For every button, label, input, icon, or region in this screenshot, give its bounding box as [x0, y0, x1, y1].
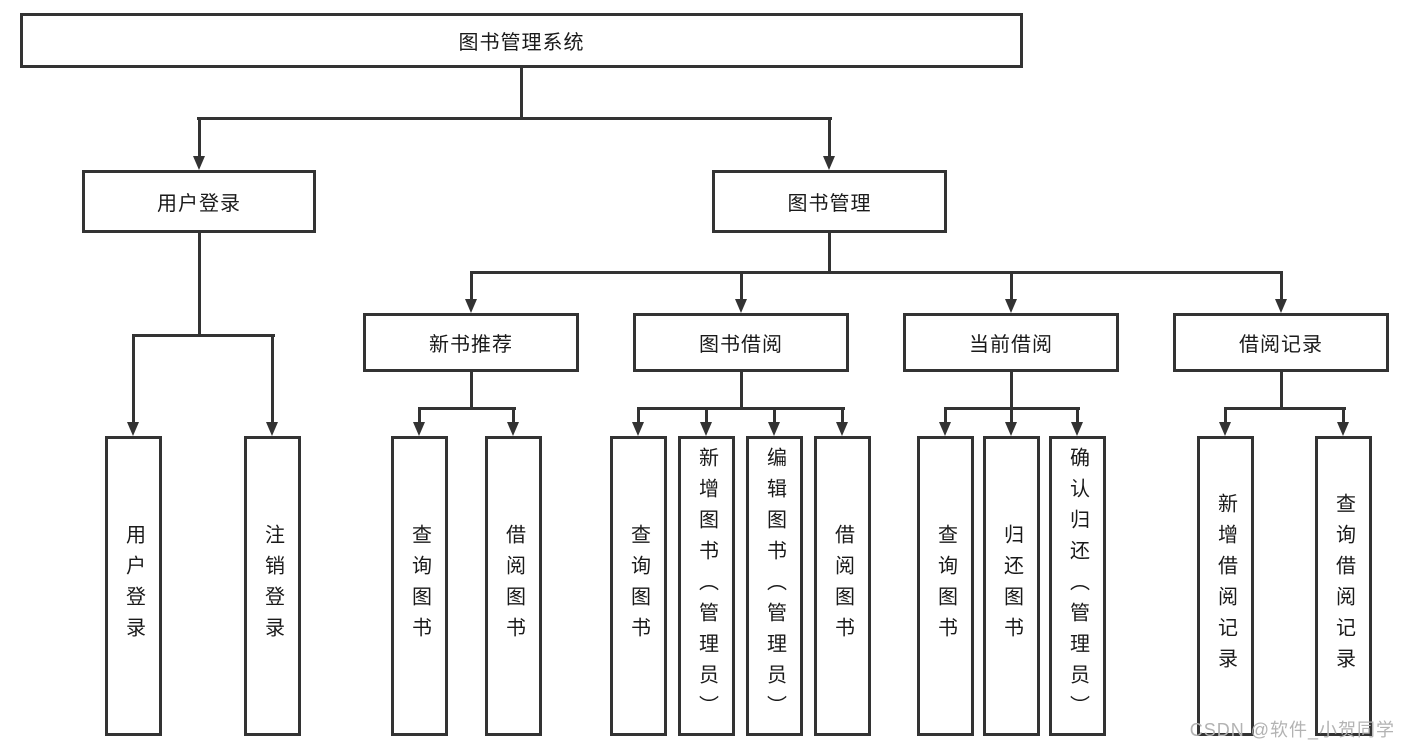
leaf-query-books-current: 查询图书: [917, 436, 974, 736]
connector-drop-user-login: [198, 117, 201, 158]
arrowhead-down: [193, 156, 205, 170]
leaf-label: 编辑图书（管理员）: [763, 446, 786, 726]
connector-borrow-records-bar: [1224, 407, 1346, 410]
connector-drop: [944, 407, 947, 424]
leaf-add-books-admin: 新增图书（管理员）: [678, 436, 735, 736]
arrowhead-down: [700, 422, 712, 436]
node-user-login: 用户登录: [82, 170, 316, 233]
leaf-label: 新增借阅记录: [1214, 493, 1237, 679]
arrowhead-down: [1005, 422, 1017, 436]
leaf-label: 借阅图书: [502, 524, 525, 648]
leaf-label: 借阅图书: [831, 524, 854, 648]
arrowhead-down: [1005, 299, 1017, 313]
connector-user-login-stem: [198, 231, 201, 337]
connector-book-borrow-stem: [740, 370, 743, 410]
leaf-label: 查询图书: [627, 524, 650, 648]
leaf-label: 查询图书: [934, 524, 957, 648]
leaf-confirm-return-admin: 确认归还（管理员）: [1049, 436, 1106, 736]
watermark: CSDN @软件_小贺同学: [1189, 720, 1395, 740]
leaf-label: 新增图书（管理员）: [695, 446, 718, 726]
node-current-borrow: 当前借阅: [903, 313, 1119, 372]
connector-drop: [1224, 407, 1227, 424]
leaf-label: 查询图书: [408, 524, 431, 648]
arrowhead-down: [266, 422, 278, 436]
connector-current-borrow-stem: [1010, 370, 1013, 410]
connector-drop: [705, 407, 708, 424]
leaf-return-books: 归还图书: [983, 436, 1040, 736]
node-book-borrow: 图书借阅: [633, 313, 849, 372]
connector-drop: [1342, 407, 1345, 424]
connector-drop-current-borrow: [1010, 271, 1013, 301]
node-book-management: 图书管理: [712, 170, 947, 233]
arrowhead-down: [768, 422, 780, 436]
connector-new-book-stem: [470, 370, 473, 410]
leaf-query-borrow-record: 查询借阅记录: [1315, 436, 1372, 736]
arrowhead-down: [1219, 422, 1231, 436]
leaf-label: 用户登录: [122, 524, 145, 648]
leaf-borrow-books-recommend: 借阅图书: [485, 436, 542, 736]
arrowhead-down: [465, 299, 477, 313]
connector-drop-borrow-records: [1280, 271, 1283, 301]
arrowhead-down: [1337, 422, 1349, 436]
connector-drop: [1010, 407, 1013, 424]
connector-root-bar: [197, 117, 832, 120]
connector-drop: [512, 407, 515, 424]
arrowhead-down: [632, 422, 644, 436]
connector-user-login-bar: [132, 334, 275, 337]
connector-drop: [637, 407, 640, 424]
arrowhead-down: [1071, 422, 1083, 436]
connector-borrow-records-stem: [1280, 370, 1283, 410]
arrowhead-down: [1275, 299, 1287, 313]
leaf-logout: 注销登录: [244, 436, 301, 736]
node-borrow-records: 借阅记录: [1173, 313, 1389, 372]
connector-drop: [418, 407, 421, 424]
arrowhead-down: [507, 422, 519, 436]
leaf-add-borrow-record: 新增借阅记录: [1197, 436, 1254, 736]
arrowhead-down: [836, 422, 848, 436]
leaf-label: 归还图书: [1000, 524, 1023, 648]
connector-drop-book-management: [828, 117, 831, 158]
leaf-user-login: 用户登录: [105, 436, 162, 736]
leaf-query-books-recommend: 查询图书: [391, 436, 448, 736]
node-root: 图书管理系统: [20, 13, 1023, 68]
connector-drop-book-borrow: [740, 271, 743, 301]
arrowhead-down: [413, 422, 425, 436]
node-new-book-recommend: 新书推荐: [363, 313, 579, 372]
connector-drop: [1076, 407, 1079, 424]
connector-drop-new-book-recommend: [470, 271, 473, 301]
arrowhead-down: [735, 299, 747, 313]
connector-drop-leaf-user-login: [132, 334, 135, 424]
leaf-borrow-books: 借阅图书: [814, 436, 871, 736]
leaf-label: 查询借阅记录: [1332, 493, 1355, 679]
leaf-edit-books-admin: 编辑图书（管理员）: [746, 436, 803, 736]
arrowhead-down: [939, 422, 951, 436]
connector-book-borrow-bar: [637, 407, 845, 410]
connector-drop: [841, 407, 844, 424]
connector-level3-bar: [470, 271, 1283, 274]
connector-root-stem: [520, 66, 523, 118]
connector-drop-leaf-logout: [271, 334, 274, 424]
leaf-label: 确认归还（管理员）: [1066, 446, 1089, 726]
connector-book-management-stem: [828, 231, 831, 274]
leaf-label: 注销登录: [261, 524, 284, 648]
connector-new-book-bar: [418, 407, 516, 410]
connector-drop: [773, 407, 776, 424]
arrowhead-down: [823, 156, 835, 170]
arrowhead-down: [127, 422, 139, 436]
leaf-query-books-borrow: 查询图书: [610, 436, 667, 736]
